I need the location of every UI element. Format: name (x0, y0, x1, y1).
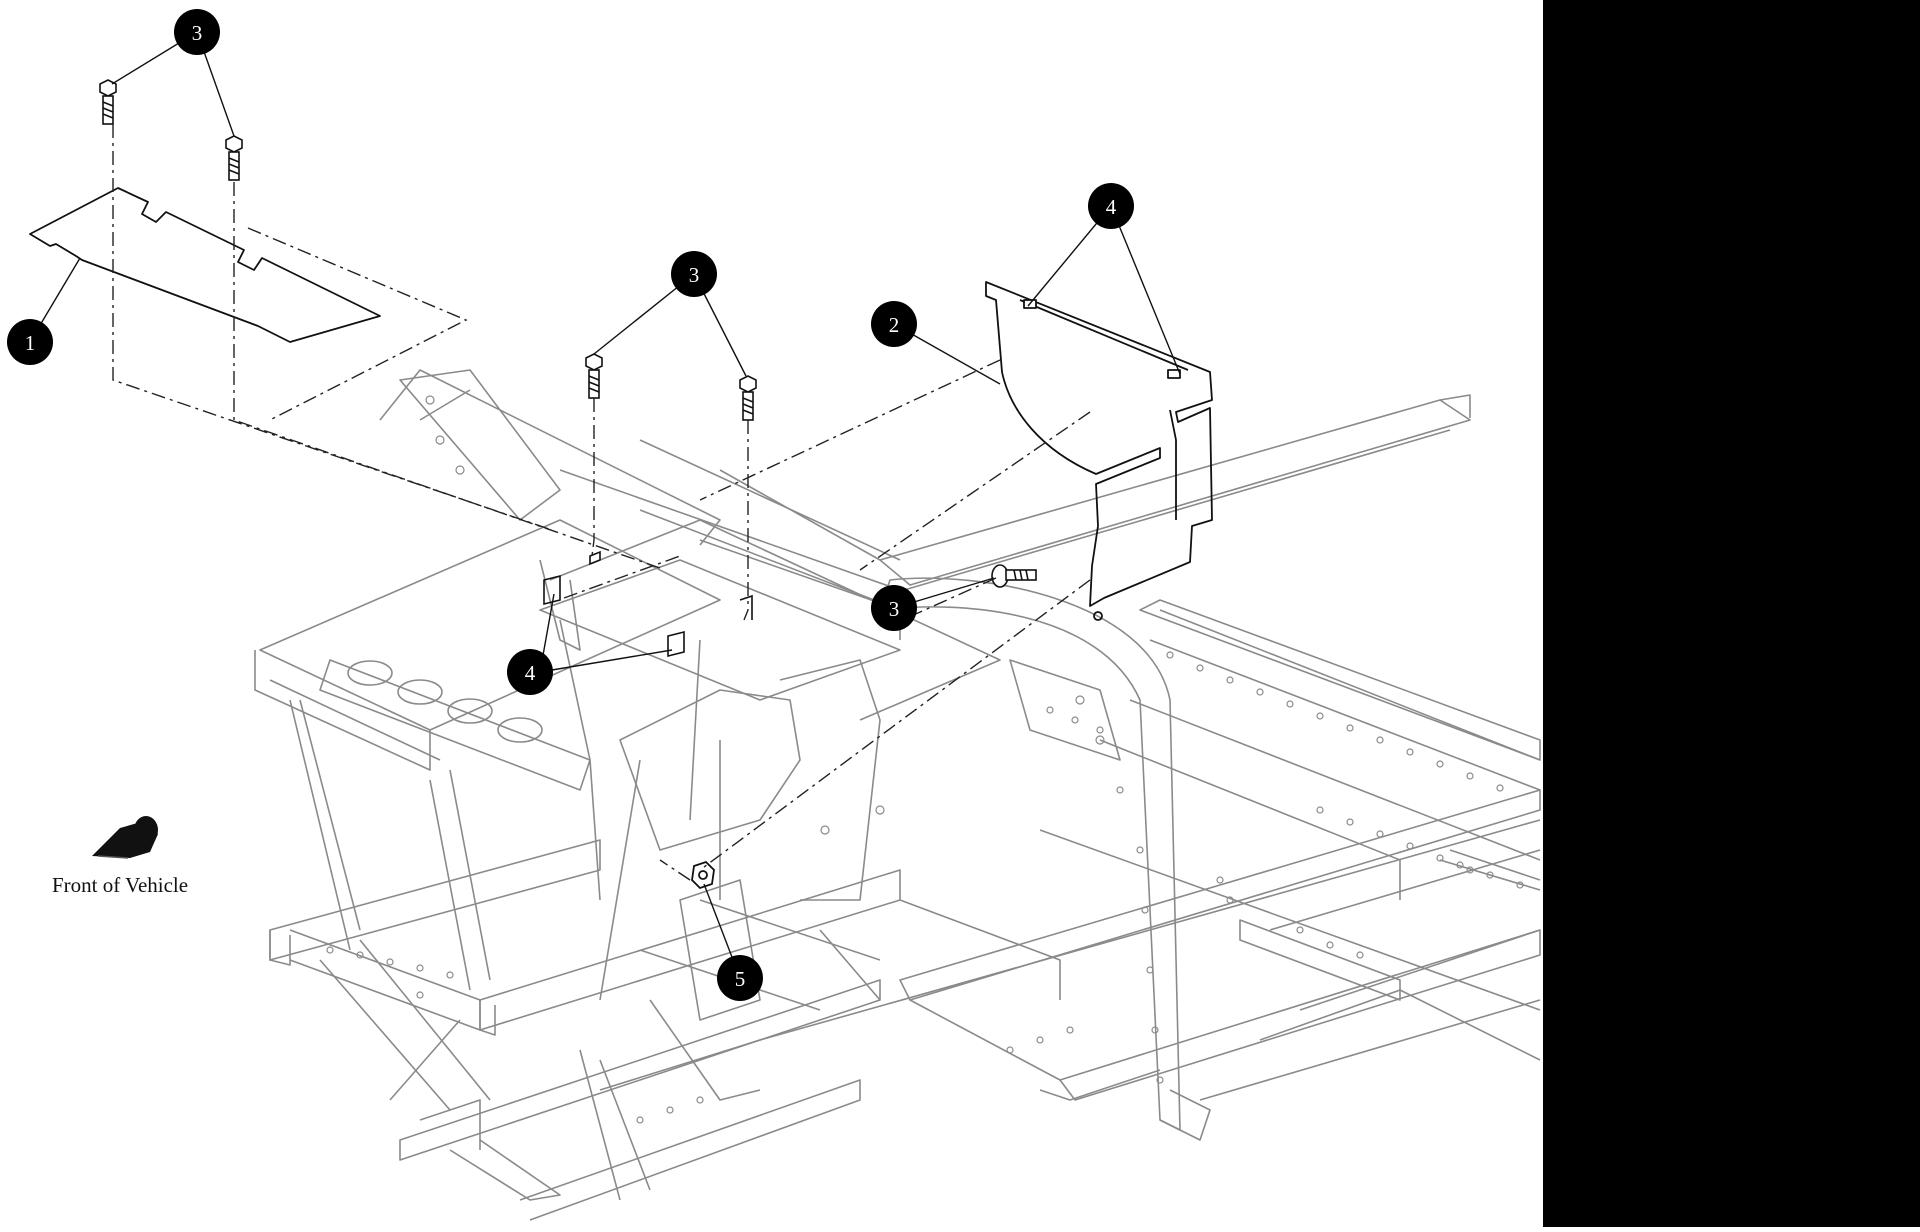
callout-2: 2 (871, 301, 917, 347)
bolt-icon-side (991, 564, 1037, 588)
bolt-icon-top-center (225, 135, 243, 181)
callout-2-label: 2 (889, 313, 900, 337)
callout-3-top: 3 (174, 9, 220, 55)
bolt-icon-top-left (99, 79, 117, 125)
callout-4-center: 4 (507, 649, 553, 695)
callout-5-label: 5 (735, 967, 746, 991)
callout-3-right: 3 (871, 585, 917, 631)
callout-3-top-label: 3 (192, 21, 203, 45)
front-of-vehicle-label: Front of Vehicle (52, 873, 189, 897)
callout-4-right: 4 (1088, 183, 1134, 229)
leader-lines (29, 31, 1181, 979)
callout-3-right-label: 3 (889, 597, 900, 621)
callout-5: 5 (717, 955, 763, 1001)
callout-3-center: 3 (671, 251, 717, 297)
black-side-panel (1543, 0, 1920, 1227)
bolt-icon-mid-right (739, 375, 757, 421)
callout-4-center-label: 4 (525, 661, 536, 685)
alignment-lines (112, 124, 1091, 881)
clip-icons (543, 550, 753, 658)
part-1-panel (29, 187, 381, 343)
bolt-icon-mid-left (585, 353, 603, 399)
vehicle-frame (254, 369, 1541, 1221)
callout-4-right-label: 4 (1106, 195, 1117, 219)
frame-holes (326, 395, 1524, 1124)
callout-1-label: 1 (25, 331, 36, 355)
callout-1: 1 (7, 319, 53, 365)
bolt-icons (99, 79, 1037, 588)
front-of-vehicle-arrow-icon (92, 816, 158, 859)
callout-3-center-label: 3 (689, 263, 700, 287)
nut-icon (691, 860, 715, 890)
